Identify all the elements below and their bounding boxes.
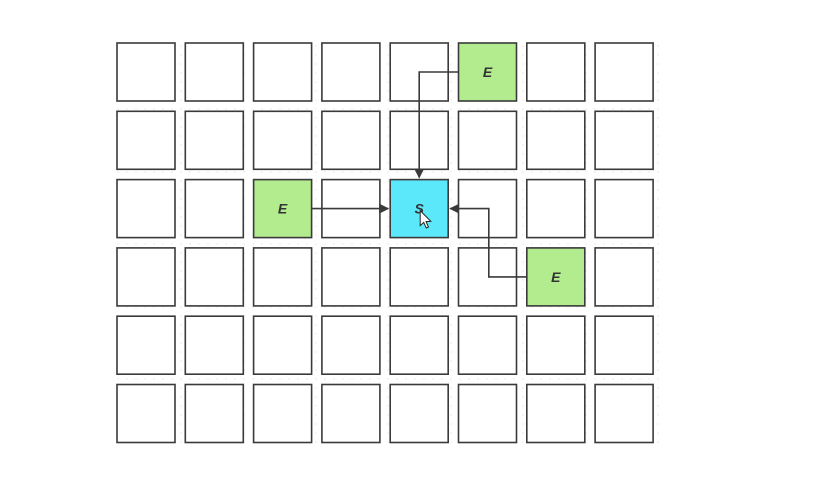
grid-cell [525,42,586,102]
cursor-layer [419,209,432,229]
grid-cell [457,383,518,444]
grid-cell [594,42,654,102]
grid-cell [321,247,381,307]
grid-cell [184,42,245,102]
grid-cell [252,110,313,171]
grid-cell [184,247,245,307]
grid-cell [594,178,654,239]
grid-cell [457,110,518,171]
grid-cell [116,110,176,171]
end-cell [252,178,313,239]
grid-cell [525,315,586,376]
grid-cell [457,315,518,376]
grid-cell [252,247,313,307]
end-cell [525,247,586,307]
grid-cell [116,247,176,307]
grid-cell [252,42,313,102]
mouse-pointer-icon [419,209,432,229]
grid-cell [594,315,654,376]
grid-cell [252,383,313,444]
grid-cell [389,383,450,444]
end-cell [457,42,518,102]
path-arrow [414,71,459,179]
arrows-layer [311,71,527,278]
start-cell [389,178,450,239]
grid-cell [116,383,176,444]
grid-cell [594,383,654,444]
grid-cell [389,315,450,376]
end-label: E [483,64,493,80]
grid-cell [321,42,381,102]
grid-cell [594,110,654,171]
grid-cell [525,178,586,239]
grid-cell [252,315,313,376]
grid-cell [116,315,176,376]
start-label: S [415,201,425,217]
grid-cell [321,315,381,376]
grid-cell [184,315,245,376]
canvas-background [112,38,660,450]
grid-cell [525,383,586,444]
grid-cell [116,42,176,102]
end-label: E [551,269,561,285]
grid-cell [321,383,381,444]
grid-cell [184,178,245,239]
grid-cell [116,178,176,239]
grid-cell [525,110,586,171]
grid-cell [184,383,245,444]
path-arrow [449,203,527,278]
grid-cell [389,247,450,307]
grid-cell [184,110,245,171]
grid-cell [594,247,654,307]
grid-cell [321,110,381,171]
end-label: E [278,201,288,217]
